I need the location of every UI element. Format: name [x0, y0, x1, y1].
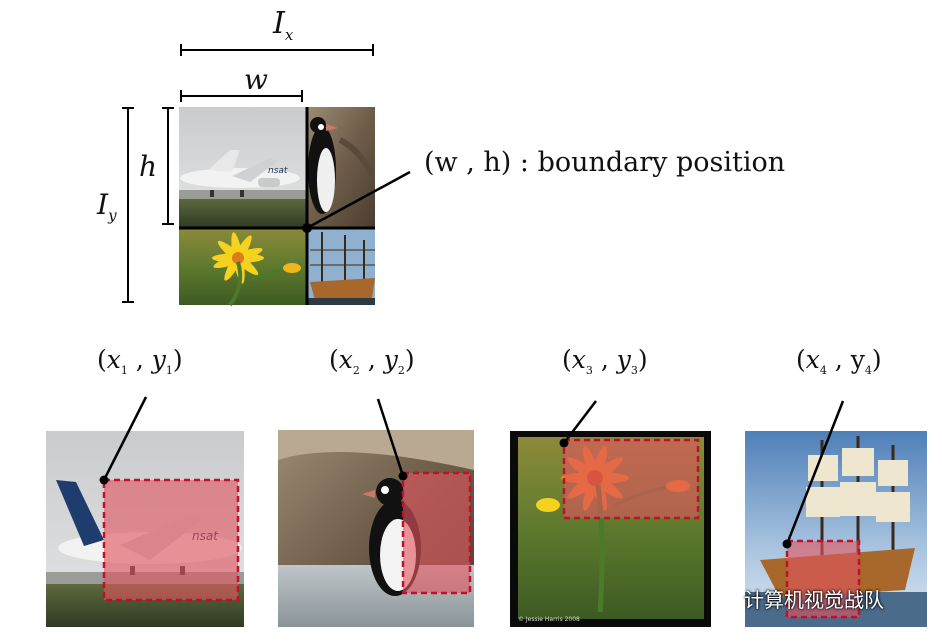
boundary-label: (w , h) : boundary position: [424, 147, 785, 178]
coord-label-3: (x3 , y3): [562, 345, 648, 377]
coord-label-4: (x4 , y4): [796, 345, 882, 377]
coord-label-1: (x1 , y1): [97, 345, 183, 377]
w-label: w: [244, 63, 268, 96]
crop-region-1: [104, 480, 238, 600]
wechat-icon: [712, 590, 738, 610]
coord-label-2: (x2 , y2): [329, 345, 415, 377]
crop-flower: [510, 401, 711, 627]
crop-airplane: nsat: [46, 397, 244, 627]
svg-text:nsat: nsat: [268, 166, 288, 176]
iy-label: Iy: [97, 188, 117, 225]
mosaic-tile-ship: [307, 228, 375, 305]
mosaic-tile-airplane: nsat: [179, 107, 307, 228]
crop-region-2: [403, 473, 470, 593]
crop-penguin: [278, 399, 474, 627]
watermark: 计算机视觉战队: [712, 584, 884, 613]
crop-region-3: [564, 440, 698, 518]
h-label: h: [139, 150, 157, 183]
photo-credit: © Jessie Harris 2008: [518, 616, 580, 623]
mosaic-tile-flower: [179, 228, 307, 305]
ix-label: Ix: [273, 6, 293, 44]
